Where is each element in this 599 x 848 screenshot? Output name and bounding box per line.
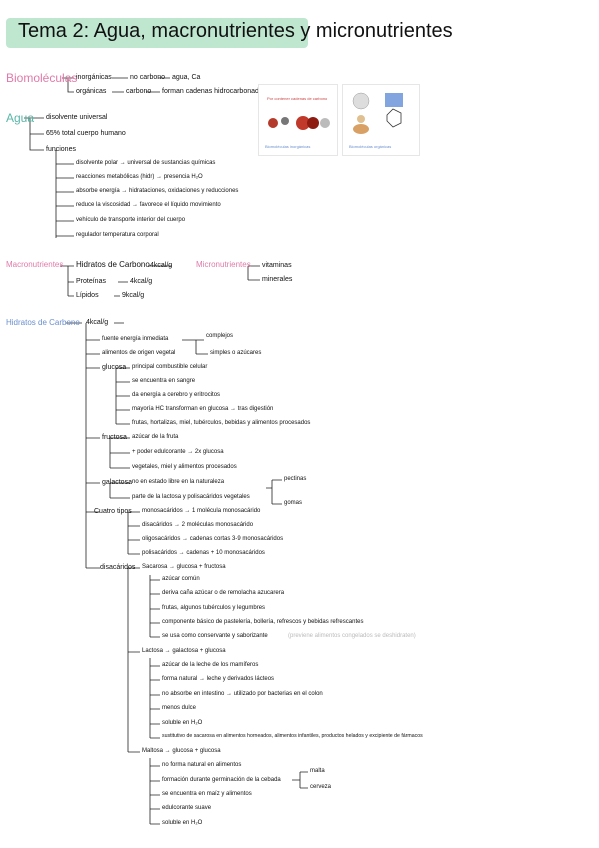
maltosa-label: Maltosa → glucosa + glucosa xyxy=(142,748,221,754)
agua-heading: Agua xyxy=(6,111,35,125)
biomoleculas-heading: Biomoléculas xyxy=(6,71,78,85)
micro-item-minerales: minerales xyxy=(262,276,293,283)
macro-value-proteinas: 4kcal/g xyxy=(130,278,153,285)
hc-kcal: 4kcal/g xyxy=(86,319,109,326)
lactosa-label: Lactosa → galactosa + glucosa xyxy=(142,648,226,654)
glucosa-item-1: principal combustible celular xyxy=(132,364,208,370)
inorganicas-label: inorgánicas xyxy=(76,74,112,81)
inorganic-molecules-image: Por contener cadenas de carbono Biomoléc… xyxy=(258,84,338,156)
sacarosa-item-1: azúcar común xyxy=(162,576,200,582)
sacarosa-item-2: deriva caña azúcar o de remolacha azucar… xyxy=(162,590,285,596)
maltosa-item-5: soluble en H₂O xyxy=(162,820,203,826)
hc-heading: Hidratos de Carbono xyxy=(6,318,80,327)
macro-value-hc: 4kcal/g xyxy=(150,262,173,269)
agua-funcion-4: reduce la viscosidad → favorece el líqui… xyxy=(76,202,221,208)
image-left-caption: Biomoléculas inorgánicas xyxy=(265,144,311,149)
organicas-example: forman cadenas hidrocarbonadas xyxy=(162,88,267,95)
fructosa-item-1: azúcar de la fruta xyxy=(132,434,179,440)
galactosa-item-1: no en estado libre en la naturaleza xyxy=(132,479,225,485)
galactosa-gomas: gomas xyxy=(284,500,303,506)
image-right-caption: Biomoléculas orgánicas xyxy=(349,144,392,149)
micronutrientes-heading: Micronutrientes xyxy=(196,260,251,269)
lactosa-item-6: sustitutivo de sacarosa en alimentos hor… xyxy=(162,733,423,739)
agua-item-2: 65% total cuerpo humano xyxy=(46,130,126,137)
lactosa-item-3: no absorbe en intestino → utilizado por … xyxy=(162,691,323,697)
galactosa-pectinas: pectinas xyxy=(284,476,307,482)
hc-alimentos: alimentos de origen vegetal xyxy=(102,350,176,356)
page-title: Tema 2: Agua, macronutrientes y micronut… xyxy=(18,20,453,42)
fructosa-item-2: + poder edulcorante → 2x glucosa xyxy=(132,449,224,455)
disacaridos-label: disacáridos xyxy=(100,564,136,571)
agua-item-1: disolvente universal xyxy=(46,114,108,121)
galactosa-label: galactosa xyxy=(102,479,132,486)
glucosa-item-3: da energía a cerebro y eritrocitos xyxy=(132,392,221,398)
cuatro-tipos-label: Cuatro tipos xyxy=(94,508,132,515)
hc-simples: simples o azúcares xyxy=(210,350,262,356)
hc-fuente: fuente energía inmediata xyxy=(102,336,169,342)
lactosa-item-4: menos dulce xyxy=(162,705,197,711)
macro-item-hc: Hidratos de Carbono xyxy=(76,260,150,269)
maltosa-item-2: formación durante germinación de la ceba… xyxy=(162,777,281,783)
molecule-structures-icon xyxy=(352,92,403,134)
tipo-polisacaridos: polisacáridos → cadenas + 10 monosacárid… xyxy=(142,550,265,556)
hc-complejos: complejos xyxy=(206,333,234,339)
maltosa-malta: malta xyxy=(310,768,325,774)
macronutrientes-heading: Macronutrientes xyxy=(6,260,64,269)
sacarosa-item-4: componente básico de pastelería, bollerí… xyxy=(162,619,364,625)
tipo-disacaridos: disacáridos → 2 moléculas monosacárido xyxy=(142,522,254,528)
maltosa-item-4: edulcorante suave xyxy=(162,805,212,811)
glucosa-item-4: mayoría HC transforman en glucosa → tras… xyxy=(132,406,274,412)
image-left-top-text: Por contener cadenas de carbono xyxy=(267,96,328,101)
sacarosa-note: (previene alimentos congelados se deshid… xyxy=(288,633,416,639)
maltosa-item-3: se encuentra en maíz y alimentos xyxy=(162,791,252,797)
sacarosa-item-3: frutas, algunos tubérculos y legumbres xyxy=(162,605,266,611)
glucosa-item-5: frutas, hortalizas, miel, tubérculos, be… xyxy=(132,420,311,426)
glucosa-item-2: se encuentra en sangre xyxy=(132,378,196,384)
inorganicas-example: agua, Ca xyxy=(172,74,201,81)
agua-item-3: funciones xyxy=(46,146,76,153)
macro-value-lipidos: 9kcal/g xyxy=(122,292,145,299)
sacarosa-item-5: se usa como conservante y saborizante xyxy=(162,633,268,639)
agua-funcion-1: disolvente polar → universal de sustanci… xyxy=(76,160,216,166)
macro-item-proteinas: Proteínas xyxy=(76,278,106,285)
lactosa-item-1: azúcar de la leche de los mamíferos xyxy=(162,662,259,668)
agua-funcion-3: absorbe energía → hidrataciones, oxidaci… xyxy=(76,188,239,194)
organicas-desc: carbono xyxy=(126,88,152,95)
tipo-oligosacaridos: oligosacáridos → cadenas cortas 3-9 mono… xyxy=(142,536,284,542)
macro-item-lipidos: Lípidos xyxy=(76,292,99,299)
inorganicas-desc: no carbono xyxy=(130,74,166,81)
tipo-monosacaridos: monosacáridos → 1 molécula monosacárido xyxy=(142,508,261,514)
agua-funcion-2: reacciones metabólicas (hidr) → presenci… xyxy=(76,174,203,180)
maltosa-cerveza: cerveza xyxy=(310,784,332,790)
title-highlight xyxy=(6,18,308,48)
maltosa-item-1: no forma natural en alimentos xyxy=(162,762,242,768)
micro-item-vitaminas: vitaminas xyxy=(262,262,292,269)
lactosa-item-2: forma natural → leche y derivados lácteo… xyxy=(162,676,275,682)
fructosa-item-3: vegetales, miel y alimentos procesados xyxy=(132,464,237,470)
lactosa-item-5: soluble en H₂O xyxy=(162,720,203,726)
glucosa-label: glucosa xyxy=(102,364,127,371)
organicas-label: orgánicas xyxy=(76,88,107,95)
agua-funcion-6: regulador temperatura corporal xyxy=(76,232,159,238)
organic-molecules-image: Biomoléculas orgánicas xyxy=(342,84,420,156)
agua-funcion-5: vehículo de transporte interior del cuer… xyxy=(76,217,186,223)
galactosa-item-2: parte de la lactosa y polisacáridos vege… xyxy=(132,494,250,500)
sacarosa-label: Sacarosa → glucosa + fructosa xyxy=(142,564,226,570)
fructosa-label: fructosa xyxy=(102,434,127,441)
molecule-balls-icon xyxy=(268,116,330,130)
